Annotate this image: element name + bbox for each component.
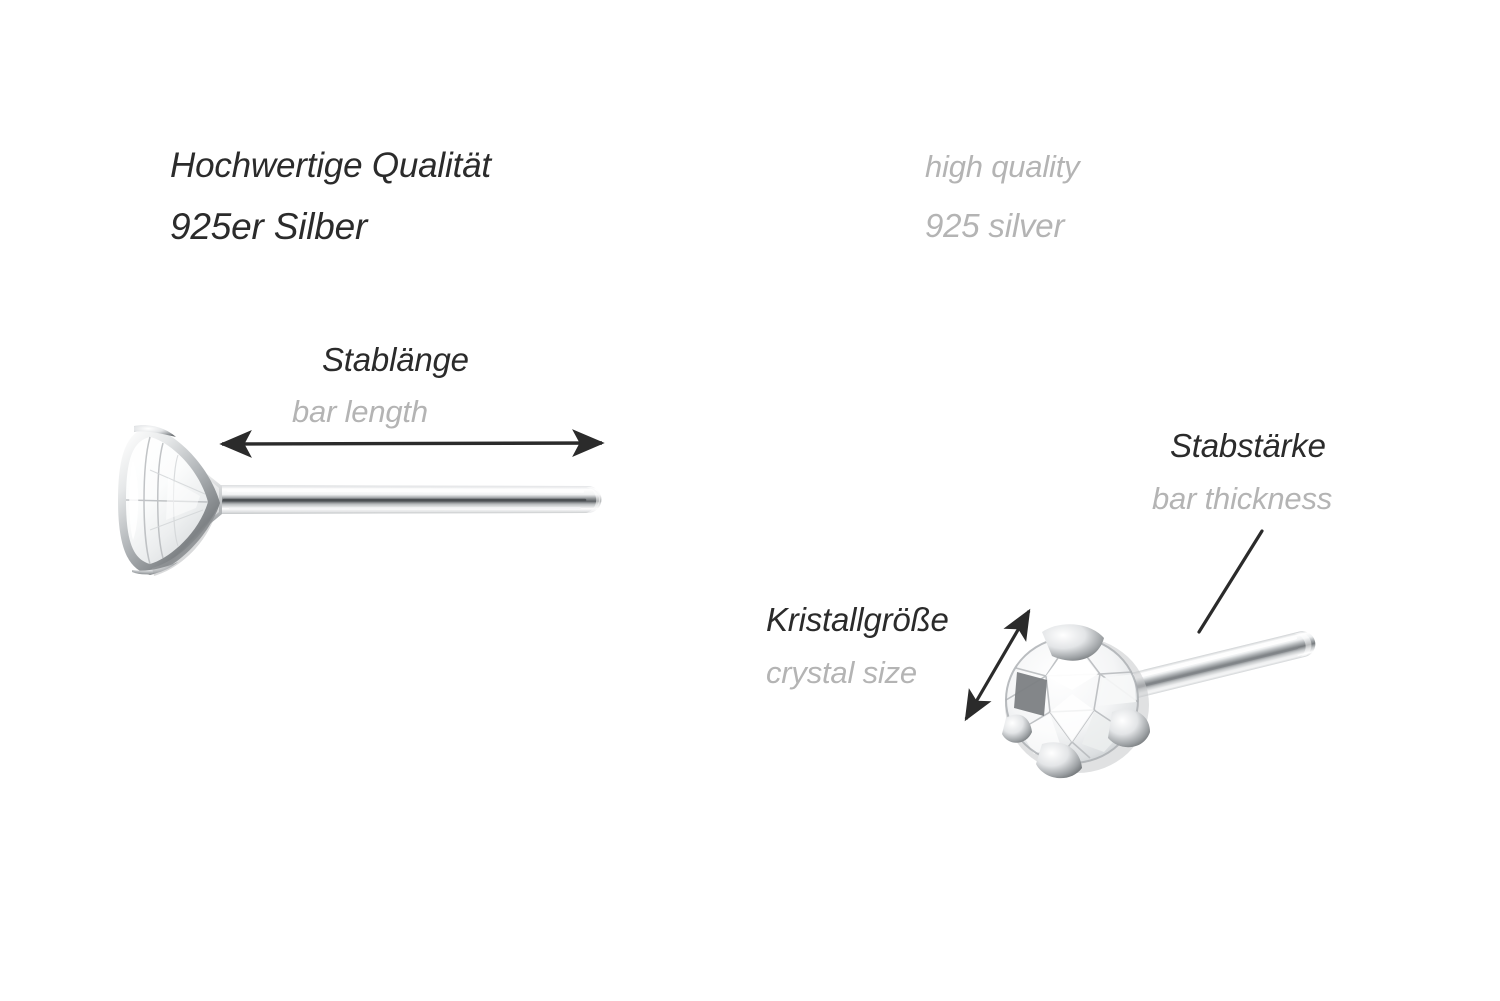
crystal-size-label-de: Kristallgröße <box>766 601 949 638</box>
prong-top <box>1042 624 1104 661</box>
bar-length-label-de: Stablänge <box>322 341 469 378</box>
bar-shaft-angled <box>1105 631 1316 705</box>
material-heading-de: 925er Silber <box>170 206 368 247</box>
crystal-size-arrow <box>964 608 1031 722</box>
bar-thickness-label-de: Stabstärke <box>1170 427 1326 464</box>
nose-stud-side-view <box>118 425 603 576</box>
crystal-side <box>118 425 220 576</box>
crystal-size-label-en: crystal size <box>766 655 917 690</box>
measurement-markers <box>219 429 1264 722</box>
prong-bottom <box>1036 742 1082 779</box>
prong-right <box>1108 709 1150 748</box>
bar-shaft-side <box>212 485 603 514</box>
crystal-angled <box>1002 624 1150 779</box>
bar-length-label-en: bar length <box>292 394 428 429</box>
prong-left <box>1002 714 1032 743</box>
nose-stud-angled-view <box>1002 624 1316 779</box>
quality-heading-en: high quality <box>925 149 1080 184</box>
material-heading-en: 925 silver <box>925 207 1065 244</box>
bar-thickness-pointer <box>1197 529 1264 634</box>
bar-length-arrow <box>219 429 605 458</box>
bar-thickness-label-en: bar thickness <box>1152 481 1333 516</box>
quality-heading-de: Hochwertige Qualität <box>170 146 491 185</box>
